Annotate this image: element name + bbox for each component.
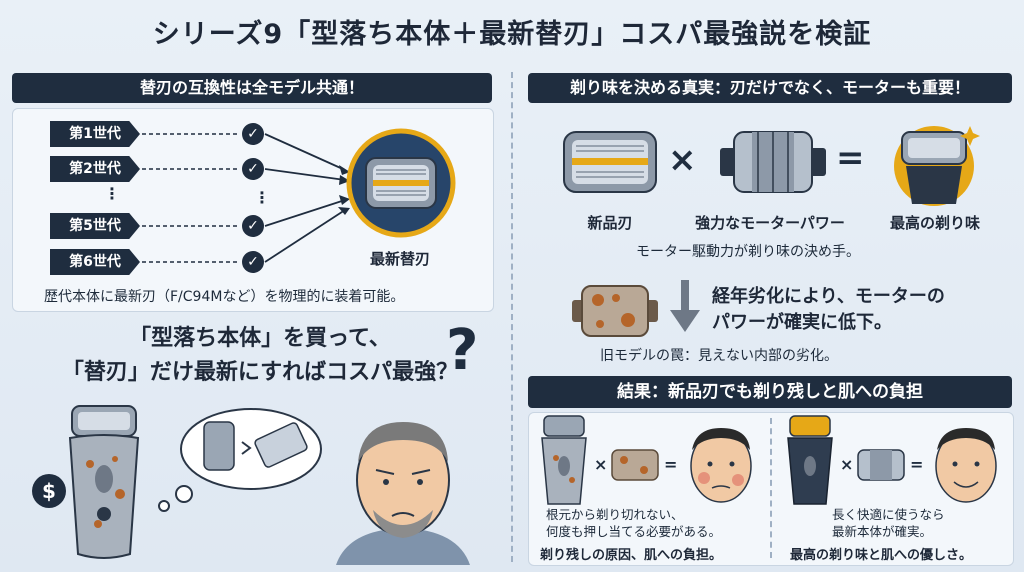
compat-arrows: ⋮ bbox=[142, 133, 350, 263]
truth-banner: 剃り味を決める真実：刃だけでなく、モーターも重要！ bbox=[528, 73, 1012, 103]
compat-caption: 歴代本体に最新刃（F/C94Mなど）を物理的に装着可能。 bbox=[44, 289, 405, 305]
bad-result-line-2: 何度も押し当てる必要がある。 bbox=[546, 524, 722, 539]
worried-man-icon bbox=[336, 422, 470, 565]
motor-power-label: 強力なモーターパワー bbox=[695, 214, 845, 232]
decline-text-1: 経年劣化により、モーターの bbox=[712, 286, 945, 307]
rusty-motor-icon bbox=[572, 285, 658, 337]
latest-blade-label: 最新替刃 bbox=[369, 250, 430, 268]
gen-2-label: 第2世代 bbox=[50, 156, 140, 182]
good-result-line-1: 長く快適に使うなら bbox=[832, 507, 945, 522]
check-icon: ✓ bbox=[242, 215, 264, 237]
best-shave-label: 最高の剃り味 bbox=[889, 214, 980, 232]
decline-caption: 旧モデルの罠：見えない内部の劣化。 bbox=[600, 348, 838, 364]
new-blade-icon bbox=[563, 131, 657, 193]
result-banner: 結果：新品刃でも剃り残しと肌への負担 bbox=[528, 376, 1012, 408]
dollar-icon: $ bbox=[32, 474, 66, 508]
question-mark-icon: ? bbox=[446, 318, 479, 383]
question-line-1: 「型落ち本体」を買って、 bbox=[129, 326, 391, 351]
good-result-line-3: 最高の剃り味と肌への優しさ。 bbox=[790, 548, 973, 563]
gen-6-label: 第6世代 bbox=[50, 249, 140, 275]
eq-caption: モーター駆動力が剃り味の決め手。 bbox=[636, 244, 860, 260]
svg-text:×: × bbox=[594, 455, 607, 474]
new-blade-label: 新品刃 bbox=[587, 214, 633, 232]
page-title: シリーズ9「型落ち本体＋最新替刃」コスパ最強説を検証 bbox=[152, 19, 872, 50]
good-result-line-2: 最新本体が確実。 bbox=[832, 524, 933, 539]
bad-result-figure: × = bbox=[541, 415, 752, 505]
gen-ellipsis: ⋮ bbox=[104, 184, 120, 203]
svg-text:=: = bbox=[910, 455, 923, 474]
question-line-2: 「替刃」だけ最新にすればコスパ最強？ bbox=[61, 360, 459, 385]
old-shaver-icon bbox=[68, 405, 140, 559]
equals-operator: = bbox=[836, 138, 865, 178]
decline-text-2: パワーが確実に低下。 bbox=[712, 312, 892, 333]
thought-bubble bbox=[158, 408, 322, 512]
down-arrow-icon bbox=[670, 280, 700, 332]
motor-icon bbox=[720, 131, 826, 193]
best-shave-icon bbox=[894, 126, 980, 206]
check-icon: ✓ bbox=[242, 123, 264, 145]
bad-result-line-3: 剃り残しの原因、肌への負担。 bbox=[540, 548, 723, 563]
center-divider bbox=[511, 72, 513, 562]
svg-text:×: × bbox=[840, 455, 853, 474]
bad-result-line-1: 根元から剃り切れない、 bbox=[546, 507, 684, 522]
result-divider bbox=[770, 418, 772, 558]
latest-blade-icon bbox=[346, 128, 456, 238]
good-result-figure: × = bbox=[787, 415, 997, 505]
svg-text:=: = bbox=[664, 455, 677, 474]
check-icon: ✓ bbox=[242, 158, 264, 180]
compat-banner: 替刃の互換性は全モデル共通！ bbox=[12, 73, 492, 103]
gen-5-label: 第5世代 bbox=[50, 213, 140, 239]
times-operator: × bbox=[668, 140, 697, 180]
gen-1-label: 第1世代 bbox=[50, 121, 140, 147]
check-icon: ✓ bbox=[242, 251, 264, 273]
svg-text:⋮: ⋮ bbox=[254, 188, 270, 207]
